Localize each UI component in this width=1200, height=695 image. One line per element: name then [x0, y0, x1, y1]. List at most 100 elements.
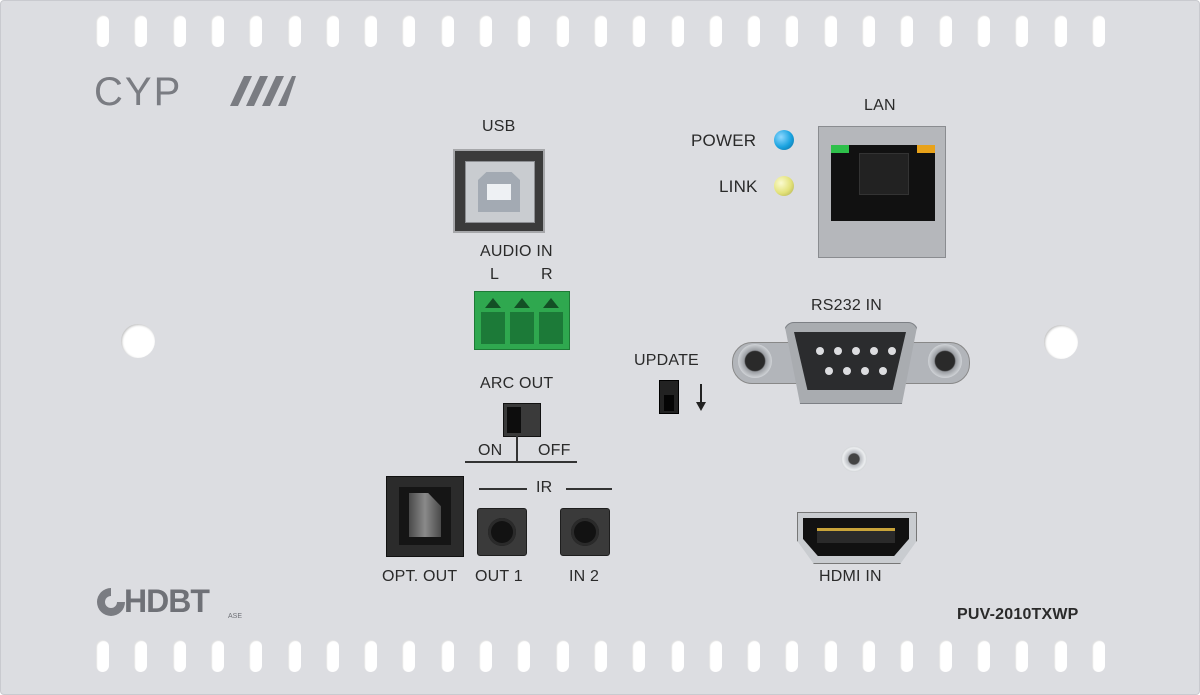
- bottom-vent-slot: [823, 640, 837, 672]
- arc-off-label: OFF: [538, 442, 571, 459]
- rj45-opening: [831, 145, 935, 221]
- bottom-vent-slot: [670, 640, 684, 672]
- top-vent-slot: [402, 15, 416, 47]
- cyp-logo: CYP: [94, 70, 296, 115]
- update-switch[interactable]: [659, 380, 679, 414]
- bottom-vent-slot: [210, 640, 224, 672]
- bottom-vent-slot: [747, 640, 761, 672]
- rj45-contacts: [859, 153, 909, 195]
- usb-b-port[interactable]: [453, 149, 545, 233]
- cyp-slash-icon: [230, 76, 296, 106]
- bottom-vent-slot: [517, 640, 531, 672]
- top-vent-slot: [976, 15, 990, 47]
- top-vent-slot: [134, 15, 148, 47]
- terminal-slot-3: [539, 312, 563, 344]
- optical-opening: [399, 487, 451, 545]
- power-led: [774, 130, 794, 150]
- link-label: LINK: [719, 177, 758, 196]
- top-vent-slot: [1053, 15, 1067, 47]
- bottom-vent-slot: [287, 640, 301, 672]
- rs232-db9-port[interactable]: [732, 322, 970, 404]
- left-mounting-hole: [121, 324, 155, 358]
- rs232-in-label: RS232 IN: [811, 297, 882, 314]
- bottom-vent-slot: [938, 640, 952, 672]
- terminal-slot-1: [481, 312, 505, 344]
- top-vent-slot: [862, 15, 875, 47]
- hdbt-logo-sub: ASE: [228, 613, 243, 620]
- bottom-vent-slot: [708, 640, 722, 672]
- arc-out-switch[interactable]: [503, 403, 541, 437]
- ground-screw: [841, 446, 867, 472]
- top-vent-slot: [555, 15, 569, 47]
- bottom-vent-slot: [134, 640, 148, 672]
- bottom-vent-slot: [1091, 640, 1105, 672]
- ir-left-line: [479, 488, 527, 490]
- bottom-vent-slot: [1053, 640, 1067, 672]
- arc-divider-line: [516, 436, 518, 462]
- rj45-lan-port[interactable]: [818, 126, 946, 258]
- top-vent-slot: [249, 15, 263, 47]
- top-vent-slot: [900, 15, 914, 47]
- bottom-vent-slot: [249, 640, 263, 672]
- terminal-arrows: [485, 298, 559, 308]
- top-vent-slot: [632, 15, 646, 47]
- top-vent-slot: [785, 15, 799, 47]
- hdmi-contacts: [817, 528, 895, 543]
- ir-out1-jack[interactable]: [477, 508, 527, 556]
- bottom-vent-slot: [555, 640, 569, 672]
- top-vent-slot: [1091, 15, 1105, 47]
- link-led: [774, 176, 794, 196]
- bottom-vent-slot: [479, 640, 492, 672]
- bottom-vent-slot: [785, 640, 799, 672]
- ir-out1-label: OUT 1: [475, 568, 523, 585]
- optical-out-port[interactable]: [386, 476, 464, 557]
- top-vent-slot: [287, 15, 301, 47]
- db9-face: [794, 332, 906, 390]
- power-label: POWER: [691, 131, 757, 150]
- bottom-vent-slot: [172, 640, 186, 672]
- bottom-vent-slot: [96, 640, 109, 672]
- bottom-vent-slot: [976, 640, 990, 672]
- ir-label: IR: [536, 479, 553, 496]
- model-number: PUV-2010TXWP: [957, 606, 1079, 623]
- hdbt-logo-text: HDBT: [124, 583, 210, 619]
- top-vent-slot: [1015, 15, 1029, 47]
- top-vent-slot: [747, 15, 761, 47]
- bottom-vent-slot: [593, 640, 607, 672]
- arc-switch-knob: [507, 407, 521, 433]
- top-vent-slot: [517, 15, 531, 47]
- bottom-vent-slot: [900, 640, 914, 672]
- top-vent-slot: [938, 15, 952, 47]
- bottom-vent-slot: [1015, 640, 1029, 672]
- cyp-logo-text: CYP: [94, 70, 183, 114]
- audio-l-label: L: [490, 266, 500, 283]
- ir-right-line: [566, 488, 612, 490]
- bottom-vent-slot: [402, 640, 416, 672]
- top-vent-slot: [172, 15, 186, 47]
- ir-in2-jack[interactable]: [560, 508, 610, 556]
- top-vent-slot: [708, 15, 722, 47]
- top-vent-slot: [593, 15, 607, 47]
- down-arrow-icon: [696, 384, 706, 411]
- right-mounting-hole: [1044, 325, 1078, 359]
- usb-label: USB: [482, 118, 516, 135]
- lan-amber-led: [917, 145, 935, 153]
- usb-tongue: [487, 184, 511, 200]
- bottom-vent-slot: [440, 640, 454, 672]
- bottom-vent-slot: [364, 640, 378, 672]
- lan-green-led: [831, 145, 849, 153]
- top-vent-slot: [479, 15, 492, 47]
- hdmi-in-port[interactable]: [797, 512, 917, 564]
- db9-right-screw: [928, 344, 962, 378]
- db9-left-screw: [738, 344, 772, 378]
- arc-baseline: [465, 461, 577, 463]
- usb-plug-cavity: [478, 172, 520, 212]
- top-vent-slot: [325, 15, 339, 47]
- bottom-vent-slot: [862, 640, 875, 672]
- audio-in-label: AUDIO IN: [480, 243, 553, 260]
- top-vent-slot: [210, 15, 224, 47]
- audio-terminal-block[interactable]: [474, 291, 570, 350]
- arc-on-label: ON: [478, 442, 503, 459]
- usb-port-housing: [465, 161, 535, 223]
